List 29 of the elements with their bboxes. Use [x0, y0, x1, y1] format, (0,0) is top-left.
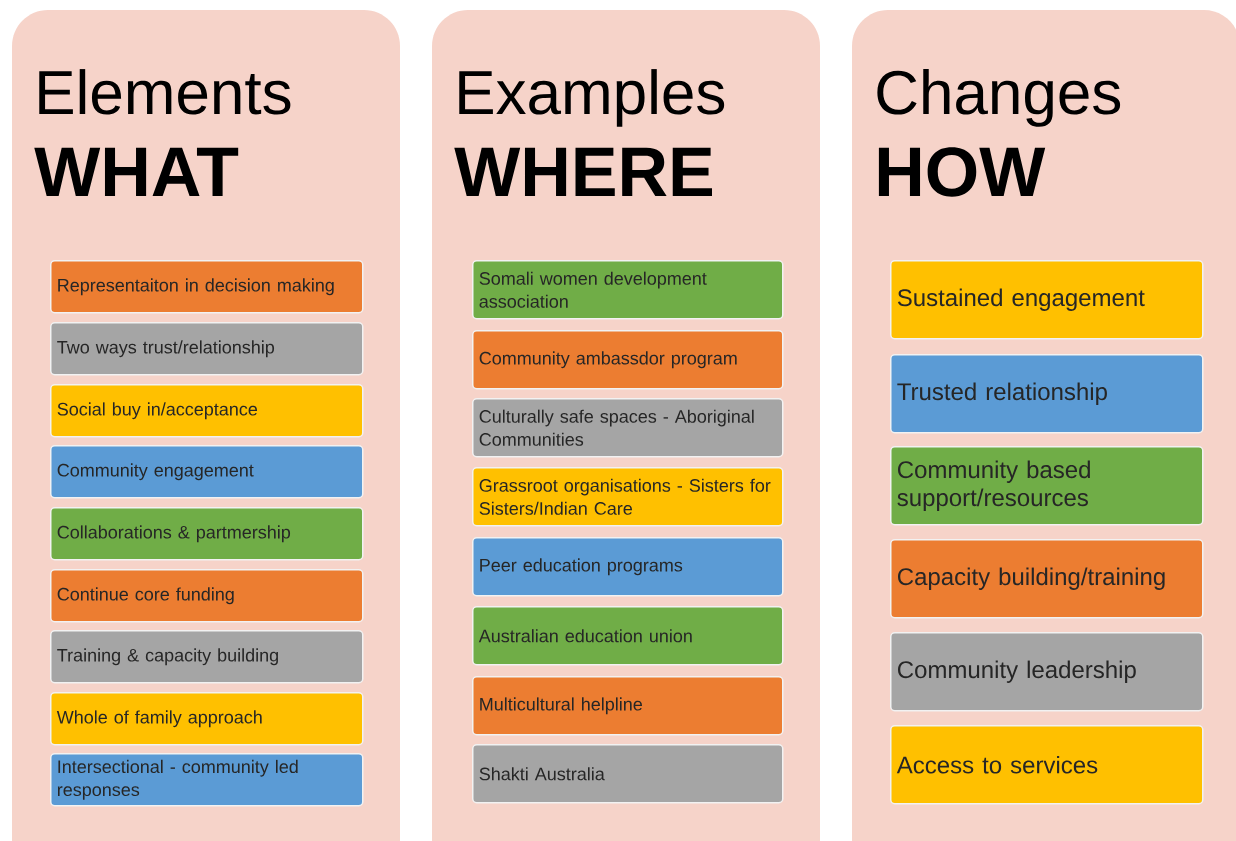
item-box: Training & capacity building: [50, 630, 364, 684]
item-box: Access to services: [890, 725, 1204, 805]
item-box: Grassroot organisations - Sisters for Sisters/Indian Care: [472, 467, 784, 527]
item-box: Trusted relationship: [890, 354, 1204, 434]
item-box: Sustained engagement: [890, 260, 1204, 340]
item-box: Capacity building/training: [890, 539, 1204, 619]
heading: Changes: [877, 69, 1121, 127]
item-box: Community ambassdor program: [472, 330, 784, 390]
item-box: Shakti Australia: [472, 744, 784, 804]
item-box: Intersectional - community led responses: [50, 753, 364, 807]
subheading: WHERE: [454, 147, 712, 196]
item-box: Community engagement: [50, 445, 364, 499]
item-box: Community leadership: [890, 632, 1204, 712]
item-box: Two ways trust/relationship: [50, 322, 364, 376]
item-box: Collaborations & partmership: [50, 507, 364, 561]
item-box: Culturally safe spaces - Aboriginal Communities: [472, 398, 784, 458]
item-box: Multicultural helpline: [472, 676, 784, 736]
heading: Examples: [459, 69, 725, 127]
item-box: Somali women development association: [472, 260, 784, 320]
subheading: HOW: [878, 147, 1046, 197]
item-box: Community based support/resources: [890, 446, 1204, 526]
item-box: Whole of family approach: [50, 692, 364, 746]
item-box: Social buy in/acceptance: [50, 384, 364, 438]
heading: Elements: [39, 69, 291, 115]
item-box: Continue core funding: [50, 569, 364, 623]
item-box: Representaiton in decision making: [50, 260, 364, 314]
subheading: WHAT: [34, 147, 239, 196]
item-box: Australian education union: [472, 606, 784, 666]
item-box: Peer education programs: [472, 537, 784, 597]
